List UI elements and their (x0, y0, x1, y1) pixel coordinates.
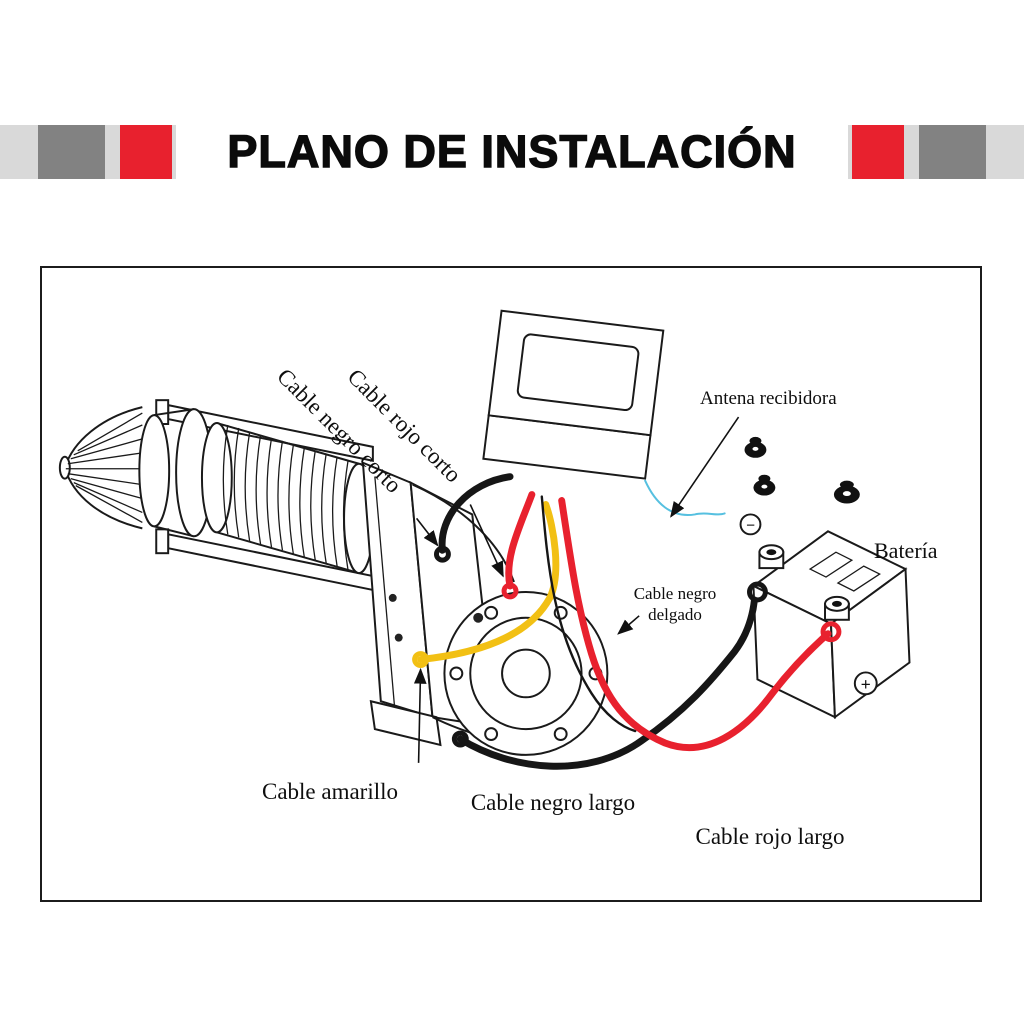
terminal-boots: − (739, 436, 860, 536)
label-antena-recibidora: Antena recibidora (700, 388, 837, 409)
title-box: PLANO DE INSTALACIÓN (176, 116, 848, 187)
band-red-right (852, 125, 904, 179)
label-bateria: Batería (874, 538, 938, 563)
label-cable-negro-largo: Cable negro largo (470, 790, 636, 815)
battery-drawing: + (751, 530, 911, 720)
cable-amarillo-wire (417, 501, 560, 663)
battery-minus-symbol: − (746, 517, 755, 534)
band-dark-gray-right (919, 125, 986, 179)
band-red-left (120, 125, 172, 179)
winch-wiring-illustration: + (58, 309, 911, 770)
page-title: PLANO DE INSTALACIÓN (227, 125, 797, 177)
band-dark-gray-left (38, 125, 105, 179)
label-cable-rojo-largo: Cable rojo largo (695, 824, 845, 849)
winch-drawing (58, 399, 609, 756)
label-cable-amarillo: Cable amarillo (261, 779, 399, 804)
control-box-drawing (482, 309, 665, 480)
cable-negro-delgado-wire (540, 495, 637, 733)
callout-arrows (413, 416, 740, 763)
antenna-wire (644, 479, 726, 517)
installation-diagram: + (40, 266, 982, 902)
cable-negro-corto-wire (438, 473, 514, 554)
label-cable-negro-delgado-line1: Cable negro (633, 584, 717, 603)
cables (412, 473, 842, 770)
battery-plus-terminal-mark (853, 671, 878, 696)
cable-rojo-largo-wire (558, 497, 832, 751)
label-cable-negro-delgado: Cable negro delgado (634, 583, 717, 625)
cable-negro-largo-wire (456, 596, 758, 770)
battery-minus-cap (739, 513, 762, 536)
label-cable-negro-delgado-line2: delgado (648, 605, 702, 624)
battery-plus-symbol: + (861, 674, 871, 694)
cable-rojo-corto-wire (505, 491, 536, 590)
